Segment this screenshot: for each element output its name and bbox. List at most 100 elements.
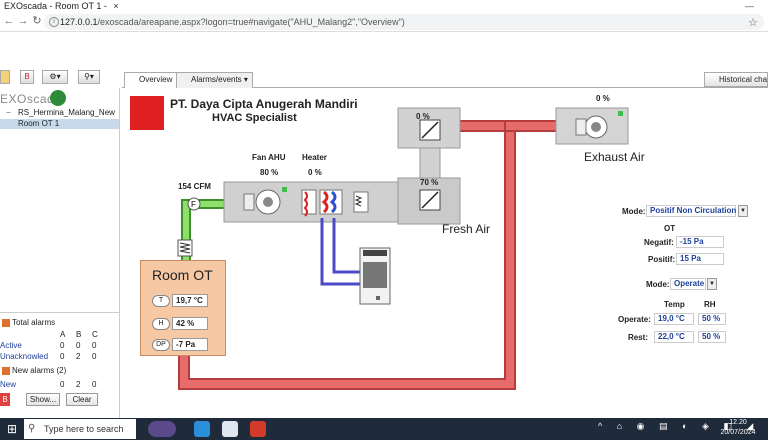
tree-item-room-ot-1[interactable]: Room OT 1	[0, 119, 119, 129]
mode-select[interactable]: Positif Non Circulation	[646, 205, 736, 217]
mode2-label: Mode:	[646, 280, 670, 289]
new-b: 2	[76, 380, 81, 389]
tab-alarms-events[interactable]: Alarms/events ▾	[176, 72, 253, 88]
filter-tag-text: F	[191, 200, 196, 209]
reload-button[interactable]: ↻	[32, 15, 42, 27]
main-tab-bar: Overview Alarms/events ▾ Historical char…	[122, 72, 768, 88]
chilled-water-pipes	[320, 218, 360, 286]
clock-date: 20/07/2024	[720, 429, 756, 436]
search-icon: ⚲	[28, 423, 36, 434]
damper-fresh-blade	[421, 191, 439, 209]
operate-label: Operate:	[618, 315, 651, 324]
alarm-panel: Total alarms A B C Active 0 0 0 Unacknow…	[0, 312, 120, 422]
browser-title-bar	[0, 0, 768, 12]
operate-rh-setpoint[interactable]: 50 %	[698, 313, 726, 325]
col-c: C	[92, 330, 98, 339]
heater-pct: 0 %	[308, 168, 322, 177]
temperature-tag: T	[152, 295, 170, 307]
active-label[interactable]: Active	[0, 341, 22, 350]
browser-tab[interactable]: EXOscada - Room OT 1 - ×	[0, 0, 128, 12]
operate-mode-dropdown-icon[interactable]: ▼	[707, 278, 717, 290]
left-toolbar: B ⚙▾ ⚲▾	[0, 70, 120, 86]
mode-dropdown-icon[interactable]: ▼	[738, 205, 748, 217]
temp-header: Temp	[664, 300, 685, 309]
edge-icon[interactable]	[194, 421, 210, 437]
historical-label: Historical chart	[719, 75, 768, 84]
alarm-stop-icon[interactable]: B	[0, 393, 10, 406]
tab-title: EXOscada - Room OT 1 -	[4, 1, 107, 11]
windows-taskbar	[0, 418, 768, 440]
tree-item-root[interactable]: RS_Hermina_Malang_New	[18, 108, 115, 117]
total-alarms-label: Total alarms	[12, 318, 56, 327]
operate-temp-setpoint[interactable]: 19,0 °C	[654, 313, 694, 325]
rest-temp-setpoint[interactable]: 22,0 °C	[654, 331, 694, 343]
widget-icon[interactable]	[148, 421, 176, 437]
stop-icon[interactable]: B	[20, 70, 34, 84]
pressure-tag: DP	[152, 339, 170, 351]
negatif-setpoint[interactable]: -15 Pa	[676, 236, 724, 248]
exhaust-pct: 0 %	[596, 94, 610, 103]
room-temperature: 19,7 °C	[172, 294, 208, 307]
alarm-total-row: Total alarms	[0, 317, 120, 329]
clear-alarms-button[interactable]: Clear	[66, 393, 98, 406]
windows-start-icon[interactable]: ⊞	[6, 422, 18, 436]
col-a: A	[60, 330, 66, 339]
url-field[interactable]: 127.0.0.1/exoscada/areapane.aspx?logon=t…	[44, 14, 764, 30]
unack-a: 0	[60, 352, 65, 361]
settings-dropdown-button[interactable]: ⚙▾	[42, 70, 68, 84]
folder-icon[interactable]	[0, 70, 10, 84]
upper-grey-duct	[397, 107, 461, 179]
window-controls[interactable]: —	[745, 0, 764, 12]
minimize-icon[interactable]: —	[745, 1, 764, 11]
fresh-damper-pct: 70 %	[420, 178, 439, 187]
alarm-icon	[2, 319, 10, 327]
new-alarms-label: New alarms (2)	[12, 366, 67, 375]
url-host: 127.0.0.1	[60, 17, 98, 27]
supply-hepa	[177, 239, 193, 257]
tree-expand-icon[interactable]: −	[6, 108, 11, 117]
site-info-icon[interactable]: i	[49, 17, 59, 27]
hvac-diagram: F	[177, 107, 629, 390]
airflow-cfm: 154 CFM	[178, 182, 211, 191]
col-b: B	[76, 330, 82, 339]
room-pressure: -7 Pa	[172, 338, 208, 351]
taskbar-search-input[interactable]: Type here to search	[24, 419, 136, 439]
humidity-tag: H	[152, 318, 170, 330]
navigation-panel	[0, 88, 120, 418]
unack-label[interactable]: Unacknowled	[0, 352, 49, 361]
ot-label: OT	[664, 224, 676, 233]
tools-dropdown-button[interactable]: ⚲▾	[78, 70, 100, 84]
new-label[interactable]: New	[0, 380, 17, 389]
system-tray-icons[interactable]: ^ ⌂ ◉ ▤ ◐ ◈ ◧ ◢	[598, 421, 760, 431]
company-subtitle: HVAC Specialist	[212, 112, 297, 124]
back-button[interactable]: ←	[3, 15, 15, 27]
tab-close-icon[interactable]: ×	[113, 1, 119, 11]
url-path: /exoscada/areapane.aspx?logon=true#navig…	[97, 17, 405, 27]
people-icon	[50, 90, 66, 106]
room-ot-title: Room OT	[152, 267, 213, 283]
company-logo-icon	[130, 96, 164, 130]
positif-setpoint[interactable]: 15 Pa	[676, 253, 724, 265]
rest-rh-setpoint[interactable]: 50 %	[698, 331, 726, 343]
fresh-air-label: Fresh Air	[442, 222, 491, 236]
rest-label: Rest:	[628, 333, 649, 342]
rh-header: RH	[704, 300, 716, 309]
room-humidity: 42 %	[172, 317, 208, 330]
exoscada-logo: EXOscada	[0, 92, 62, 106]
alarm-active-row: Active 0 0 0	[0, 340, 120, 352]
new-alarm-icon	[2, 367, 10, 375]
chrome-icon[interactable]	[222, 421, 238, 437]
heater-label: Heater	[302, 153, 327, 162]
alarm-unack-row: Unacknowled 0 2 0	[0, 351, 120, 363]
operate-mode-select[interactable]: Operate	[670, 278, 706, 290]
damper-top-pct: 0 %	[416, 112, 430, 121]
damper-top-blade	[421, 121, 439, 139]
supply-filter: F	[187, 197, 201, 211]
show-alarms-button[interactable]: Show...	[26, 393, 60, 406]
anydesk-icon[interactable]	[250, 421, 266, 437]
forward-button[interactable]: →	[17, 15, 29, 27]
ahu-unit	[223, 177, 461, 225]
bookmark-star-icon[interactable]: ☆	[748, 17, 758, 29]
active-b: 0	[76, 341, 81, 350]
active-c: 0	[92, 341, 97, 350]
